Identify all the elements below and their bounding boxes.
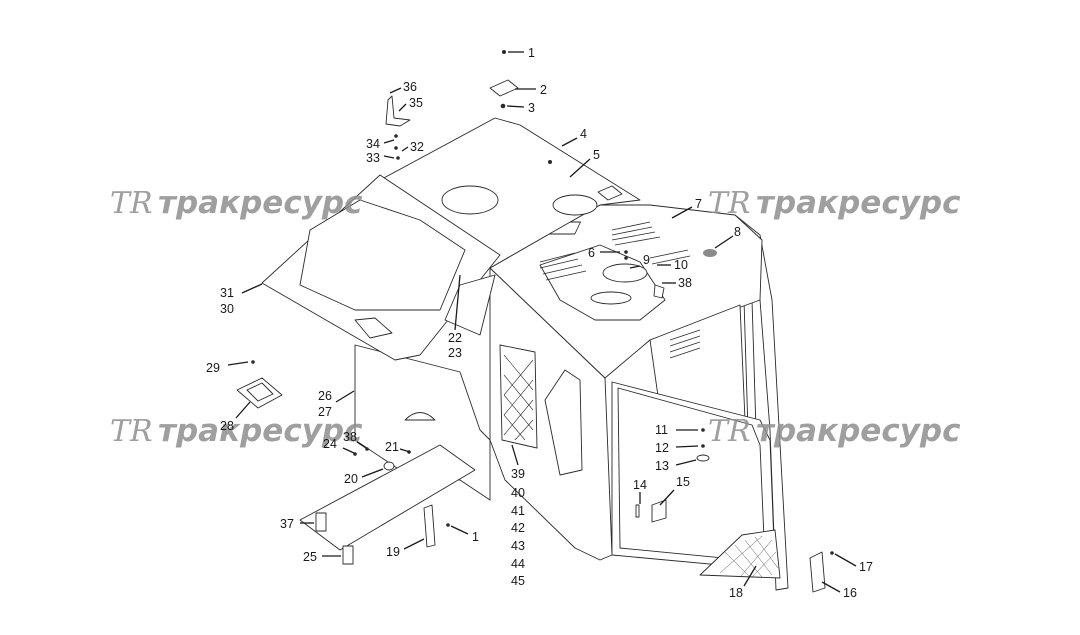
small-parts [236,50,834,593]
callout-label: 3 [528,101,535,115]
callout-label: 27 [318,405,332,419]
callout-label: 28 [220,419,234,433]
hatch-panel [261,174,501,361]
callout-label: 35 [409,96,423,110]
callout-label: 24 [323,437,337,451]
watermark-4: TR тракресурс [708,413,961,449]
callout-label: 32 [410,140,424,154]
watermark-3: TR тракресурс [110,413,363,449]
callout-label: 19 [386,545,400,559]
callout-label: 39 [511,467,525,481]
watermark-1: TR тракресурс [110,185,363,221]
callout-label: 17 [859,560,873,574]
callout-label: 36 [403,80,417,94]
callout-label: 11 [655,423,668,437]
callout-label: 29 [206,361,220,375]
watermark-logo: TR [708,414,751,449]
callout-label: 43 [511,539,525,553]
callout-label: 1 [472,530,479,544]
callout-label: 7 [695,197,702,211]
callout-label: 26 [318,389,332,403]
callout-label: 13 [655,459,669,473]
callout-label: 25 [303,550,317,564]
callout-label: 33 [366,151,380,165]
callouts: 1 2 3 4 5 6 7 8 9 10 38 11 12 13 14 15 1 [206,46,873,600]
callout-label: 38 [678,276,692,290]
callout-label: 14 [633,478,647,492]
callout-label: 37 [280,517,294,531]
watermark-logo: TR [708,186,751,221]
callout-label: 15 [676,475,690,489]
callout-label: 1 [528,46,535,60]
watermark-2: TR тракресурс [708,185,961,221]
callout-label: 41 [511,504,525,518]
callout-label: 8 [734,225,741,239]
callout-label: 42 [511,521,525,535]
watermark-logo: TR [110,414,153,449]
watermark-text: тракресурс [158,185,363,221]
watermark-text: тракресурс [158,413,363,449]
watermark-logo: TR [110,186,153,221]
callout-label: 6 [588,246,595,260]
watermark-text: тракресурс [756,413,961,449]
callout-label: 16 [843,586,857,600]
callout-label: 22 [448,331,462,345]
callout-label: 40 [511,486,525,500]
callout-label: 4 [580,127,587,141]
callout-label: 45 [511,574,525,588]
callout-label: 38 [343,430,357,444]
callout-label: 44 [511,557,525,571]
callout-label: 20 [344,472,358,486]
callout-label: 23 [448,346,462,360]
callout-label: 2 [540,83,547,97]
callout-label: 9 [643,253,650,267]
cab-body [299,204,789,591]
callout-label: 21 [385,440,399,454]
callout-label: 10 [674,258,688,272]
callout-label: 31 [220,286,234,300]
callout-label: 12 [655,441,669,455]
watermark-text: тракресурс [756,185,961,221]
callout-label: 34 [366,137,380,151]
callout-label: 18 [729,586,743,600]
callout-label: 5 [593,148,600,162]
callout-label: 30 [220,302,234,316]
